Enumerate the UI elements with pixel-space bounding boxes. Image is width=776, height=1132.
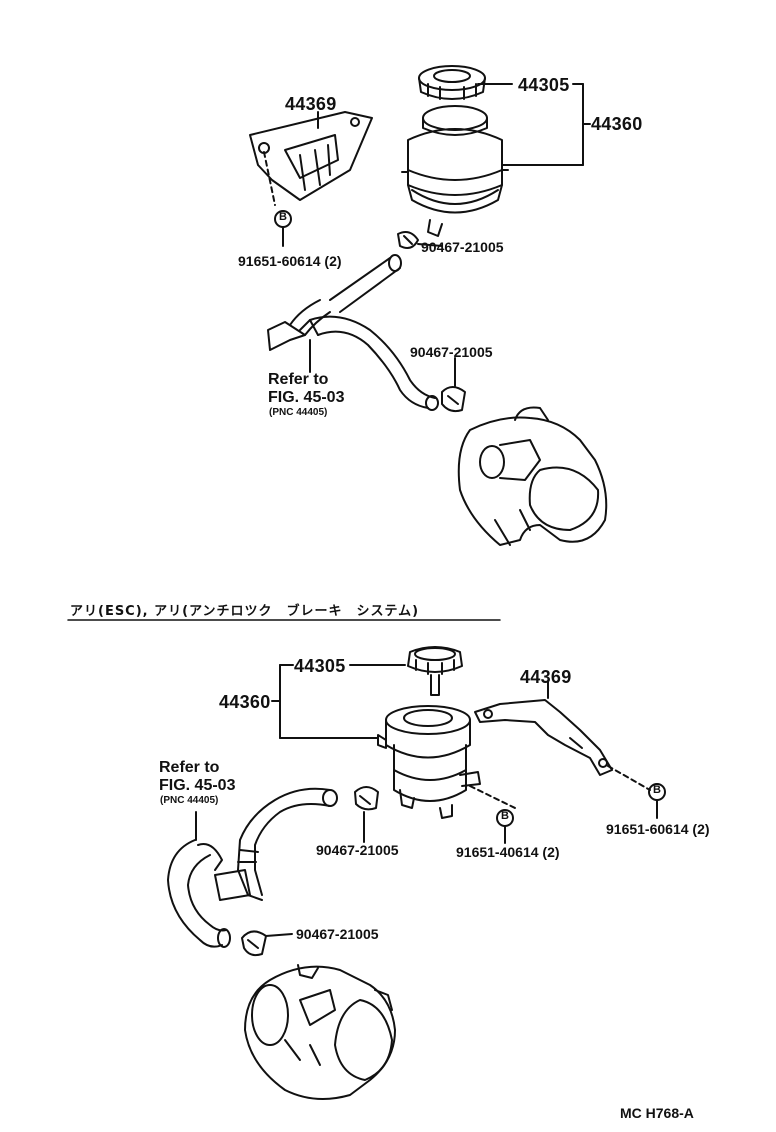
part-number-bracket-bottom: 44369 xyxy=(520,667,572,687)
part-number-cap-bottom: 44305 xyxy=(294,656,346,676)
part-number-cap: 44305 xyxy=(518,75,570,95)
part-number-clamp-lower: 90467-21005 xyxy=(410,344,493,360)
hose-clamp-icon xyxy=(441,386,466,413)
part-number-reservoir: 44360 xyxy=(591,114,643,134)
refer-text-bottom-line1: Refer to xyxy=(159,759,220,776)
part-number-clamp-upper: 90467-21005 xyxy=(421,239,504,255)
part-number-bracket: 44369 xyxy=(285,94,337,114)
part-number-clamp-low: 90467-21005 xyxy=(296,926,379,942)
bracket-icon xyxy=(249,111,373,201)
reservoir-cap-icon xyxy=(407,646,463,696)
hose-clamp-icon xyxy=(397,231,419,249)
bolt-marker-icon xyxy=(648,783,666,819)
part-number-reservoir-bottom: 44360 xyxy=(219,692,271,712)
reservoir-tank-icon xyxy=(377,705,481,819)
bolt-marker-right-label: B xyxy=(653,784,661,796)
refer-text-line3: (PNC 44405) xyxy=(269,407,328,418)
section-title: アリ(ESC), アリ(アンチロツク ブレーキ システム) xyxy=(70,604,420,619)
refer-text-bottom-line2: FIG. 45-03 xyxy=(159,777,236,794)
bolt-marker-label: B xyxy=(279,211,287,223)
hose-clamp-icon xyxy=(354,786,379,811)
bolt-marker-icon xyxy=(274,210,292,247)
bolt-marker-mid-label: B xyxy=(501,810,509,822)
hose-clamp-icon xyxy=(241,930,267,957)
reservoir-cap-icon xyxy=(418,65,486,100)
refer-text-bottom-line3: (PNC 44405) xyxy=(160,795,219,806)
part-number-bolt-mid: 91651-40614 (2) xyxy=(456,844,560,860)
drawing-code: MC H768-A xyxy=(620,1105,694,1121)
bolt-marker-icon xyxy=(496,809,514,844)
reservoir-tank-icon xyxy=(401,105,509,237)
power-steering-pump-icon xyxy=(244,964,396,1100)
power-steering-pump-icon xyxy=(457,406,608,546)
hose-icon xyxy=(167,787,338,948)
part-number-clamp-mid: 90467-21005 xyxy=(316,842,399,858)
bracket-icon xyxy=(474,699,613,776)
part-number-bolt-right: 91651-60614 (2) xyxy=(606,821,710,837)
part-number-bolt: 91651-60614 (2) xyxy=(238,253,342,269)
refer-text-line1: Refer to xyxy=(268,371,329,388)
refer-text-line2: FIG. 45-03 xyxy=(268,389,345,406)
hose-icon xyxy=(267,254,439,411)
